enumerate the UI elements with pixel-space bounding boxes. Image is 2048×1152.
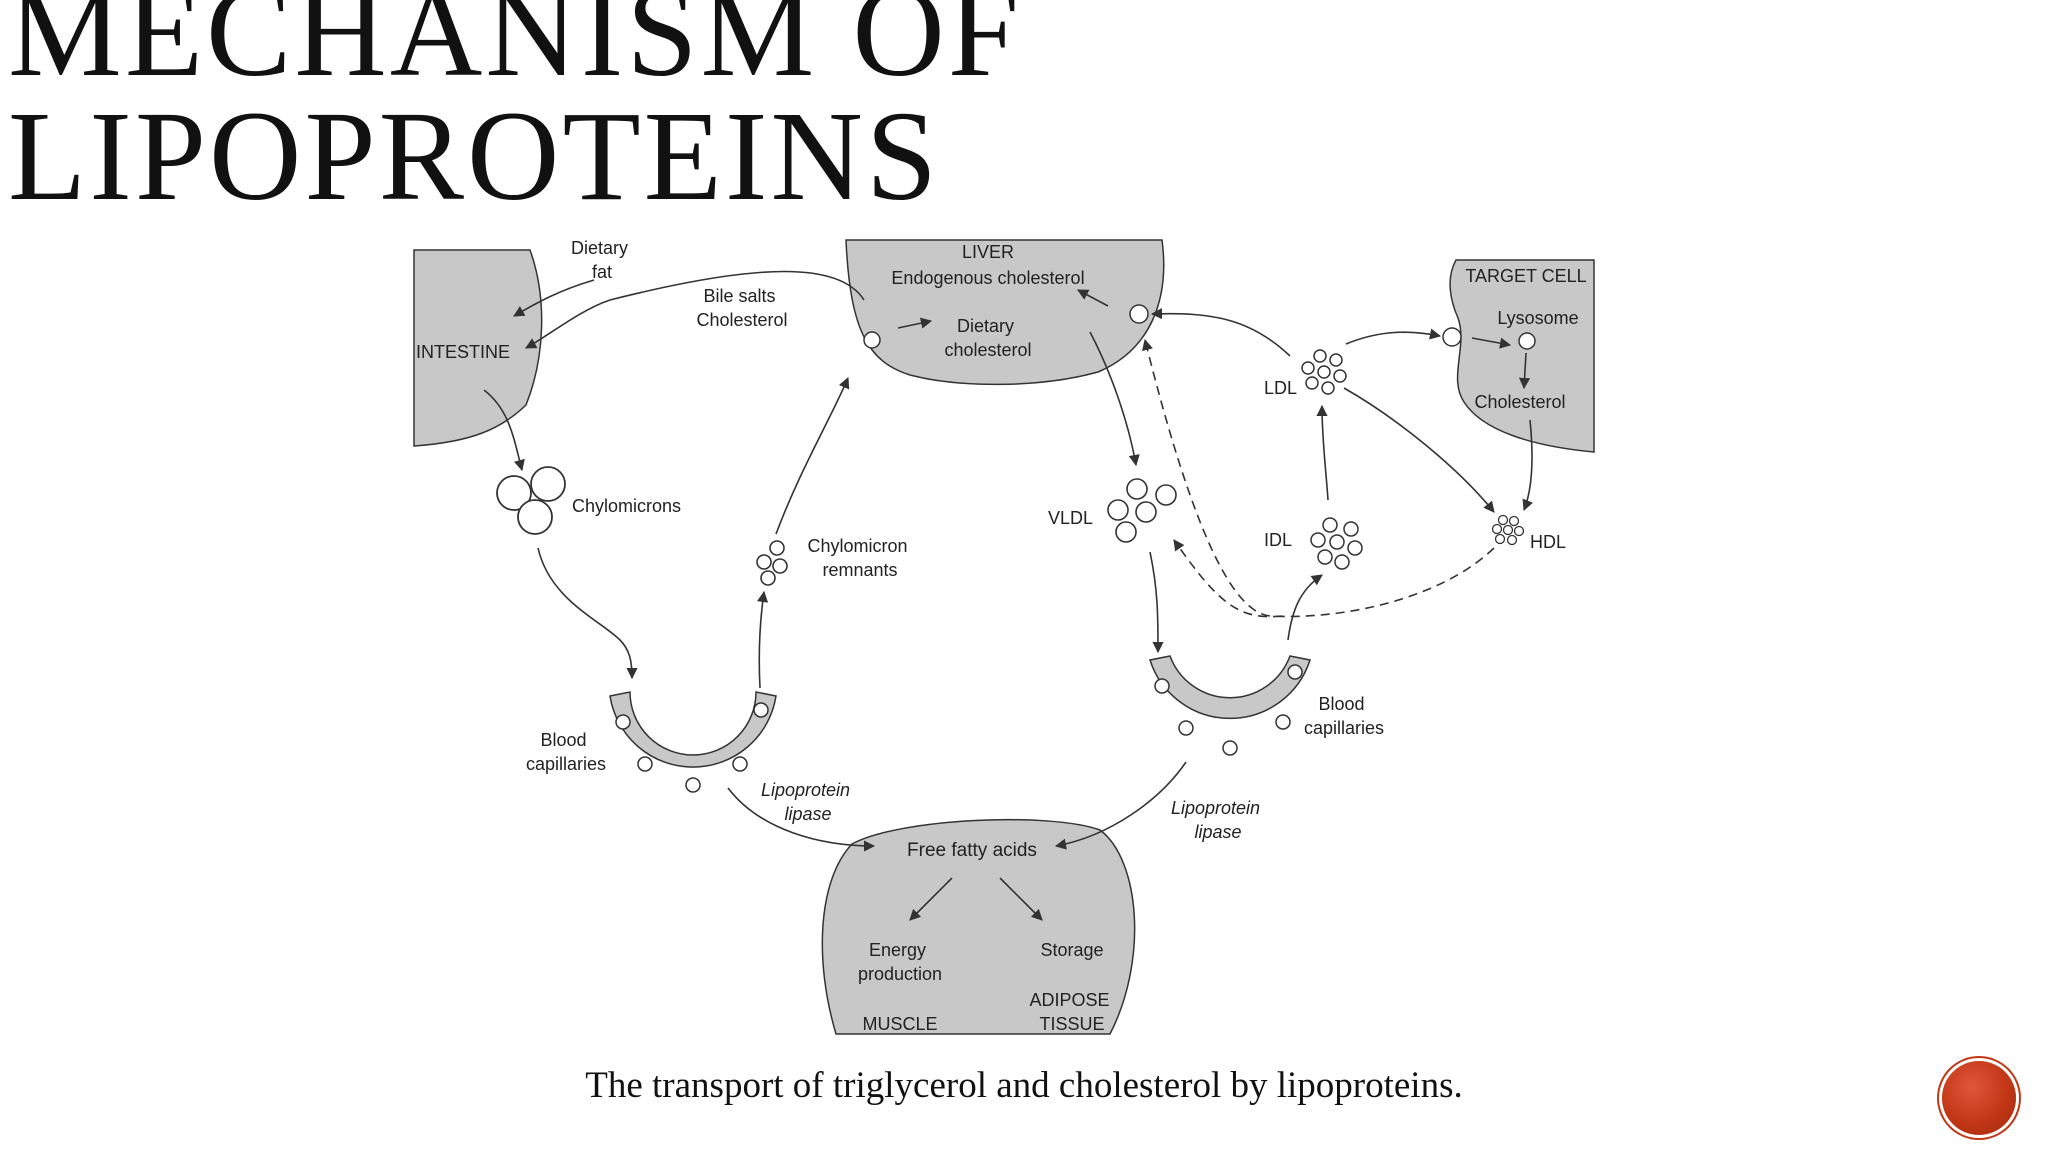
label-blood-capillaries-left: Blood capillaries bbox=[526, 730, 606, 774]
slide-title: MECHANISM OF LIPOPROTEINS bbox=[8, 0, 1208, 227]
capillary-cell-icon bbox=[732, 756, 748, 772]
blood-capillaries-left-icon bbox=[609, 691, 777, 768]
label-idl: IDL bbox=[1264, 530, 1292, 550]
label-target-cell: TARGET CELL bbox=[1465, 266, 1586, 286]
arrow-idl-to-ldl bbox=[1316, 404, 1329, 501]
circle-button-icon[interactable] bbox=[1942, 1061, 2016, 1135]
capillary-cell-icon bbox=[753, 702, 769, 718]
arrow-capillaries-to-idl bbox=[1287, 574, 1323, 641]
arrow-lysosome-to-cholesterol bbox=[1518, 352, 1531, 390]
capillary-cell-icon bbox=[685, 777, 701, 793]
blood-capillaries-right-icon bbox=[1149, 655, 1311, 720]
label-lipoprotein-lipase-left: Lipoprotein lipase bbox=[761, 780, 855, 824]
slide-title-line-2: LIPOPROTEINS bbox=[8, 85, 941, 227]
arrow-capillaries-to-free-fatty-acids-left bbox=[727, 787, 876, 852]
label-lysosome: Lysosome bbox=[1497, 308, 1578, 328]
arrow-ldl-to-liver bbox=[1150, 308, 1291, 357]
liver-vesicle-icon bbox=[863, 331, 881, 349]
label-blood-capillaries-right: Blood capillaries bbox=[1304, 694, 1384, 738]
target-cell-shape bbox=[1449, 259, 1595, 453]
label-chylomicron-remnants: Chylomicron remnants bbox=[807, 536, 912, 580]
label-intestine: INTESTINE bbox=[416, 342, 510, 362]
chylomicron-remnants-icon bbox=[756, 540, 788, 586]
label-vldl: VLDL bbox=[1048, 508, 1093, 528]
muscle-adipose-shape bbox=[821, 818, 1136, 1035]
capillary-cell-icon bbox=[1178, 720, 1194, 736]
arrow-bile-to-intestine bbox=[525, 270, 865, 349]
arrow-ffa-to-storage bbox=[999, 877, 1043, 921]
arrow-to-endogenous bbox=[1077, 289, 1109, 307]
label-adipose-tissue: ADIPOSE TISSUE bbox=[1029, 990, 1114, 1034]
vldl-icon bbox=[1107, 478, 1177, 543]
intestine-shape bbox=[413, 249, 543, 447]
idl-icon bbox=[1310, 517, 1363, 570]
label-chylomicrons: Chylomicrons bbox=[572, 496, 681, 516]
arrow-ldl-to-hdl bbox=[1343, 387, 1495, 513]
label-ldl: LDL bbox=[1264, 378, 1297, 398]
label-hdl: HDL bbox=[1530, 532, 1566, 552]
label-free-fatty-acids: Free fatty acids bbox=[907, 840, 1037, 861]
arrow-receptor-to-lysosome bbox=[1471, 337, 1512, 349]
arrow-dietary-fat-to-intestine bbox=[513, 279, 595, 317]
arrow-vldl-to-capillaries bbox=[1149, 551, 1164, 654]
arrow-capillaries-to-remnants bbox=[757, 590, 769, 689]
capillary-cell-icon bbox=[1287, 664, 1303, 680]
label-dietary-fat: Dietary fat bbox=[571, 238, 633, 282]
dashed-arrow-hdl-to-vldl bbox=[1173, 539, 1283, 618]
label-energy-production: Energy production bbox=[858, 940, 942, 984]
target-cell-receptor-icon bbox=[1442, 327, 1462, 347]
label-endogenous-cholesterol: Endogenous cholesterol bbox=[891, 268, 1084, 288]
capillary-cell-icon bbox=[1154, 678, 1170, 694]
capillary-cell-icon bbox=[637, 756, 653, 772]
label-dietary-cholesterol: Dietary cholesterol bbox=[944, 316, 1031, 360]
label-muscle: MUSCLE bbox=[862, 1014, 937, 1034]
label-bile-salts: Bile salts Cholesterol bbox=[696, 286, 787, 330]
arrow-chylomicrons-to-capillaries bbox=[537, 547, 638, 680]
arrow-cholesterol-to-hdl bbox=[1522, 419, 1533, 512]
capillary-cell-icon bbox=[615, 714, 631, 730]
ldl-icon bbox=[1301, 349, 1347, 395]
dashed-arrow-hdl-to-liver bbox=[1142, 338, 1495, 618]
label-lipoprotein-lipase-right: Lipoprotein lipase bbox=[1171, 798, 1265, 842]
arrow-vesicle-to-dietary-cholesterol bbox=[897, 317, 933, 329]
label-liver: LIVER bbox=[962, 242, 1014, 262]
liver-receptor-icon bbox=[1129, 304, 1149, 324]
arrow-capillaries-to-free-fatty-acids-right bbox=[1054, 761, 1187, 850]
lysosome-icon bbox=[1518, 332, 1536, 350]
capillary-cell-icon bbox=[1222, 740, 1238, 756]
arrow-intestine-to-chylomicrons bbox=[483, 389, 525, 472]
chylomicrons-icon bbox=[496, 466, 566, 535]
label-storage: Storage bbox=[1040, 940, 1103, 960]
label-cell-cholesterol: Cholesterol bbox=[1474, 392, 1565, 412]
figure-caption: The transport of triglycerol and cholest… bbox=[585, 1065, 1463, 1106]
arrow-remnants-to-liver bbox=[775, 376, 850, 535]
capillary-cell-icon bbox=[1275, 714, 1291, 730]
arrow-ldl-to-target-cell bbox=[1345, 328, 1442, 345]
slide-title-line-1: MECHANISM OF bbox=[8, 0, 1022, 103]
hdl-icon bbox=[1491, 514, 1525, 546]
arrow-liver-to-vldl bbox=[1089, 331, 1140, 467]
arrow-ffa-to-energy bbox=[909, 877, 953, 921]
